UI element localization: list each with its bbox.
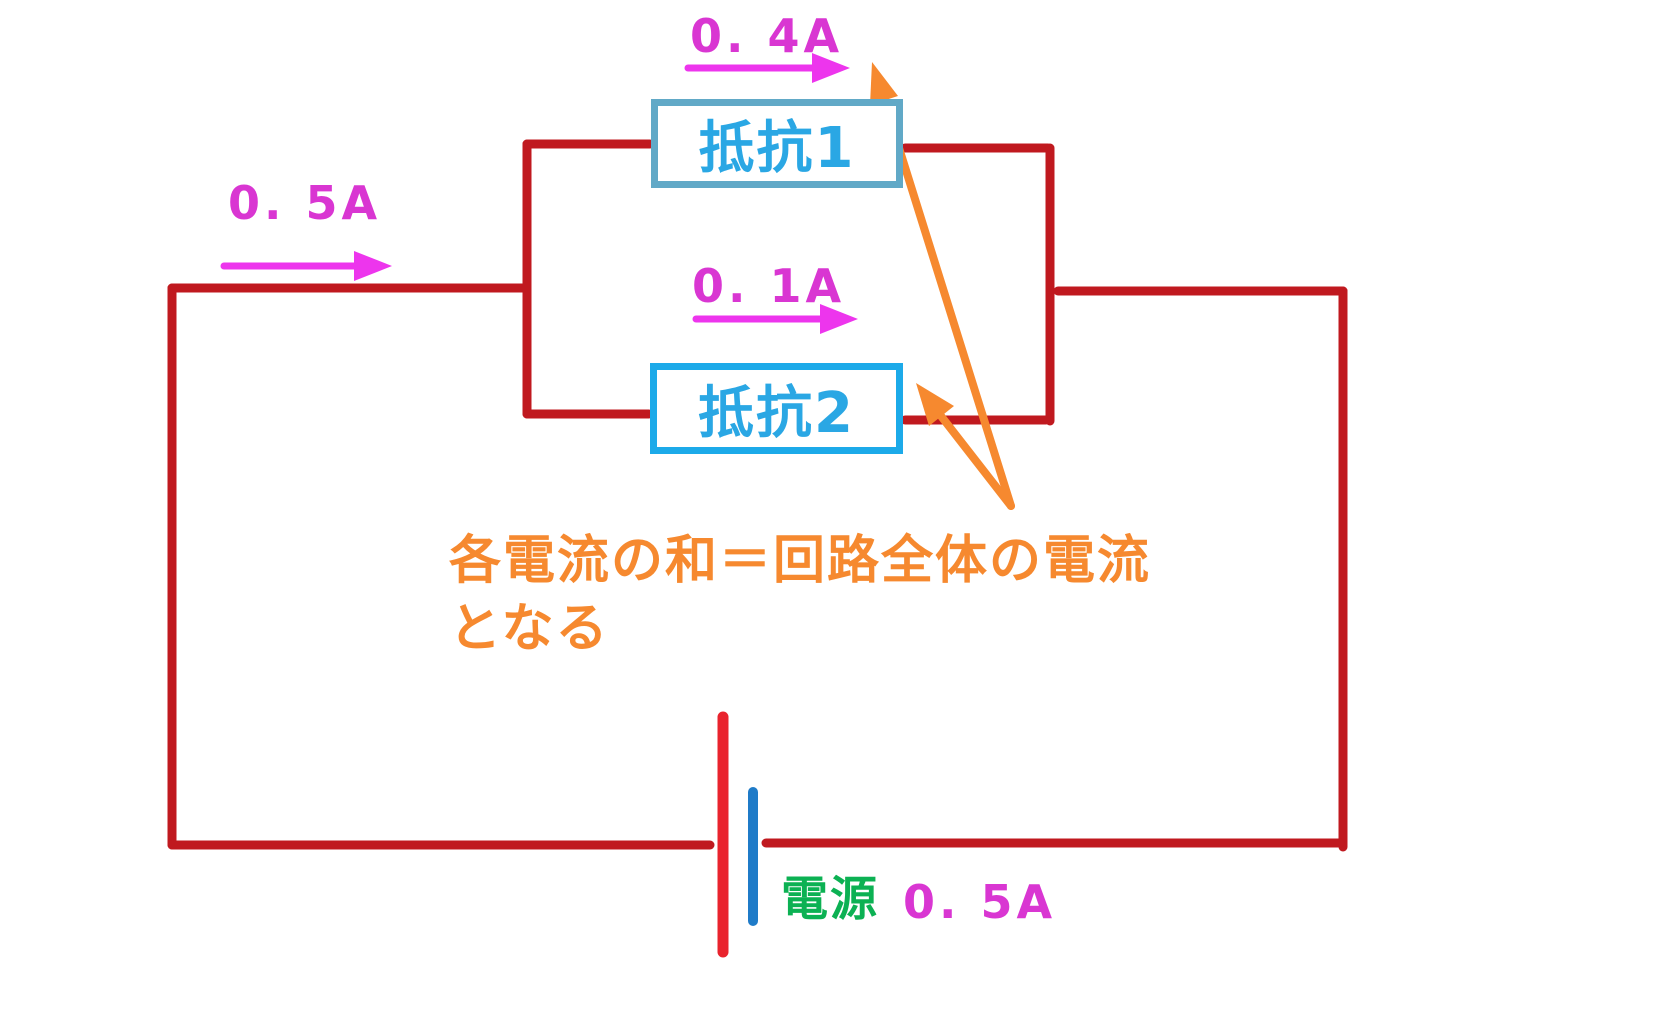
annotation-arrow-to-resistor2 <box>916 383 1015 510</box>
resistor2-label: 抵抗2 <box>698 381 855 446</box>
resistor1-label: 抵抗1 <box>698 116 856 181</box>
current-arrow-branch2 <box>692 304 858 334</box>
branch1-current-label: 0. 4A <box>690 9 844 63</box>
branch2-current-label: 0. 1A <box>692 259 846 313</box>
resistor2-box: 抵抗2 <box>650 363 903 454</box>
annotation-arrow-to-branch1-current <box>870 62 1015 510</box>
resistor1-box: 抵抗1 <box>651 99 903 188</box>
power-current-label: 0. 5A <box>903 875 1057 929</box>
power-source-label: 電源 <box>781 872 879 927</box>
current-arrow-branch1 <box>684 53 850 83</box>
total-current-label: 0. 5A <box>228 176 382 230</box>
annotation-text-line1: 各電流の和＝回路全体の電流 <box>449 531 1152 591</box>
current-arrow-total <box>220 251 392 281</box>
annotation-text-line2: となる <box>449 599 610 659</box>
